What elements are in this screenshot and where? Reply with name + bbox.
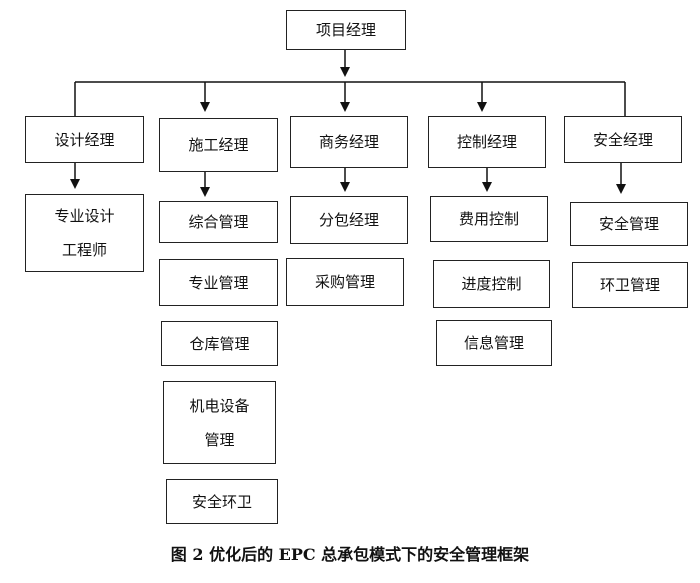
design-manager-box: 设计经理 xyxy=(25,116,144,163)
subcontract-manager-box: 分包经理 xyxy=(290,196,408,244)
information-management-box: 信息管理 xyxy=(436,320,552,366)
construction-manager-box: 施工经理 xyxy=(159,118,278,172)
design-engineer-line-2: 工程师 xyxy=(61,241,107,259)
figure-caption: 图 2 优化后的 EPC 总承包模式下的安全管理框架 xyxy=(170,545,530,564)
cost-control-box: 费用控制 xyxy=(430,196,548,242)
professional-management-box: 专业管理 xyxy=(159,259,278,306)
design-engineer-line-1: 专业设计 xyxy=(54,207,115,225)
safety-manager-box: 安全经理 xyxy=(564,116,682,163)
project-manager-box: 项目经理 xyxy=(286,10,406,50)
design-engineer-box: 专业设计 工程师 xyxy=(25,194,144,272)
equipment-management-line-2: 管理 xyxy=(204,430,235,449)
commercial-manager-box: 商务经理 xyxy=(290,116,408,168)
safety-sanitation-box: 安全环卫 xyxy=(166,479,278,524)
control-manager-box: 控制经理 xyxy=(428,116,546,168)
schedule-control-box: 进度控制 xyxy=(433,260,550,308)
safety-management-box: 安全管理 xyxy=(570,202,688,246)
equipment-management-line-1: 机电设备 xyxy=(189,396,250,415)
warehouse-management-box: 仓库管理 xyxy=(161,321,278,366)
equipment-management-box: 机电设备 管理 xyxy=(163,381,276,464)
sanitation-management-box: 环卫管理 xyxy=(572,262,688,308)
procurement-management-box: 采购管理 xyxy=(286,258,404,306)
general-management-box: 综合管理 xyxy=(159,201,278,243)
